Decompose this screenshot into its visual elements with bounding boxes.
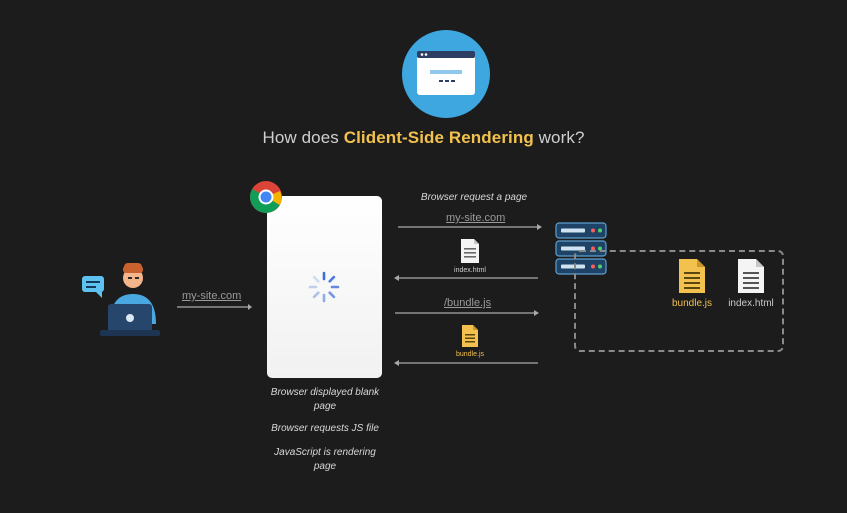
html-file-icon (461, 239, 479, 263)
server-files-box (574, 250, 784, 352)
js-file-icon (462, 325, 478, 347)
caption-js-rendering: JavaScript is rendering page (274, 447, 376, 472)
request-page-arrow (398, 224, 542, 230)
response-js-arrow (394, 360, 538, 366)
browser-window-icon (402, 30, 490, 118)
caption-requests-js: Browser requests JS file (271, 423, 379, 434)
user-request-arrow (177, 304, 252, 310)
server-bundle-file-icon (679, 259, 705, 293)
response-html-label: index.html (454, 267, 486, 274)
caption-blank-page: Browser displayed blank page (270, 387, 380, 412)
request-js-label: /bundle.js (444, 297, 492, 309)
browser-window (267, 196, 382, 378)
request-page-label: Browser request a page (420, 192, 528, 203)
server-bundle-label: bundle.js (671, 298, 713, 309)
request-url-label: my-site.com (446, 212, 506, 224)
response-html-arrow (394, 275, 538, 281)
server-index-file-icon (738, 259, 764, 293)
chrome-icon (250, 181, 282, 213)
request-js-arrow (395, 310, 539, 316)
user-url-label: my-site.com (182, 290, 242, 302)
server-index-label: index.html (728, 298, 774, 309)
loading-spinner-icon (308, 271, 340, 303)
response-js-label: bundle.js (455, 351, 485, 358)
page-title: How does Clident-Side Rendering work? (262, 128, 585, 147)
server-icon (555, 222, 607, 275)
user-laptop-icon (82, 263, 160, 336)
